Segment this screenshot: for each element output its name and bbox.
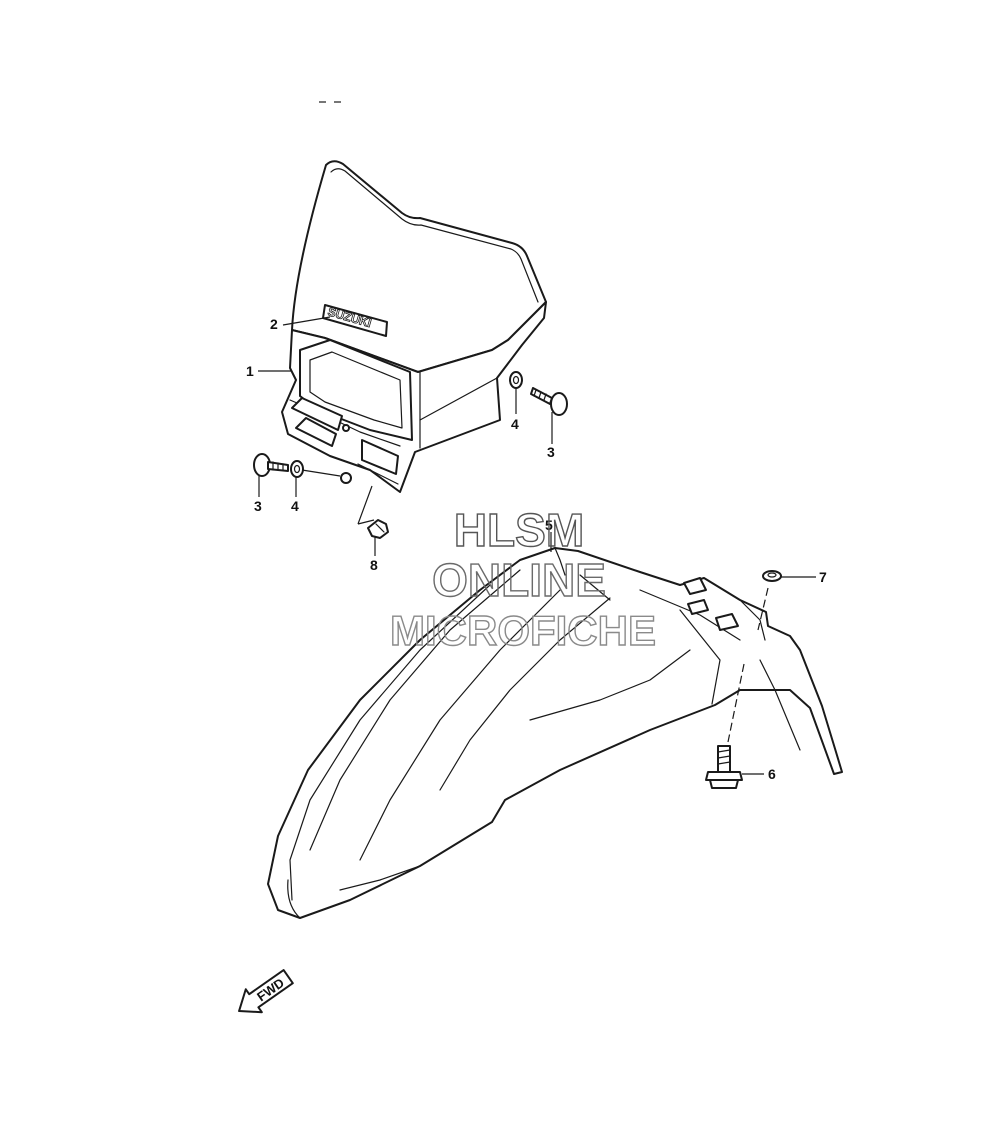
front-fender: [267, 547, 843, 919]
screw-left: [253, 453, 289, 477]
washer-left: [290, 460, 304, 478]
callout-5: 5: [545, 517, 553, 533]
screw-right: [530, 387, 568, 416]
watermark-line2: ONLINE: [432, 554, 606, 606]
clip-grommet: [367, 519, 389, 539]
washer-right: [509, 371, 523, 389]
watermark-line1: HLSM: [454, 504, 584, 556]
callout-4-left: 4: [291, 498, 299, 514]
washer-fender: [762, 570, 782, 582]
callout-7: 7: [819, 569, 827, 585]
callout-6: 6: [768, 766, 776, 782]
callout-3-left: 3: [254, 498, 262, 514]
fender-bolt: [705, 745, 743, 789]
leader-lines: [258, 316, 816, 775]
fwd-direction-arrow: FWD: [238, 969, 294, 1014]
callout-3-right: 3: [547, 444, 555, 460]
callout-2: 2: [270, 316, 278, 332]
headlight-cowl: [281, 160, 547, 493]
callout-8: 8: [370, 557, 378, 573]
watermark: HLSM ONLINE MICROFICHE: [389, 503, 656, 654]
watermark-line3: MICROFICHE: [390, 607, 656, 654]
callout-labels: 1 2 3 4 3 4 8 5 7 6: [246, 316, 827, 782]
callout-4-right: 4: [511, 416, 519, 432]
callout-1: 1: [246, 363, 254, 379]
